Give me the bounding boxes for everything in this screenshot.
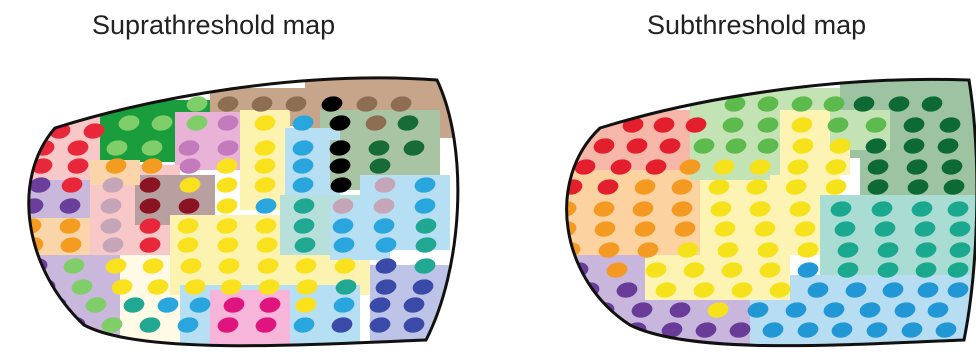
suprathreshold-dot-yellow <box>215 175 239 194</box>
suprathreshold-patch-orange <box>15 218 95 258</box>
suprathreshold-dot-yellow <box>215 196 239 215</box>
suprathreshold-map <box>15 78 460 350</box>
suprathreshold-patch-purple <box>15 180 95 220</box>
suprathreshold-patch-sky <box>290 285 360 345</box>
subthreshold-map <box>545 78 976 355</box>
